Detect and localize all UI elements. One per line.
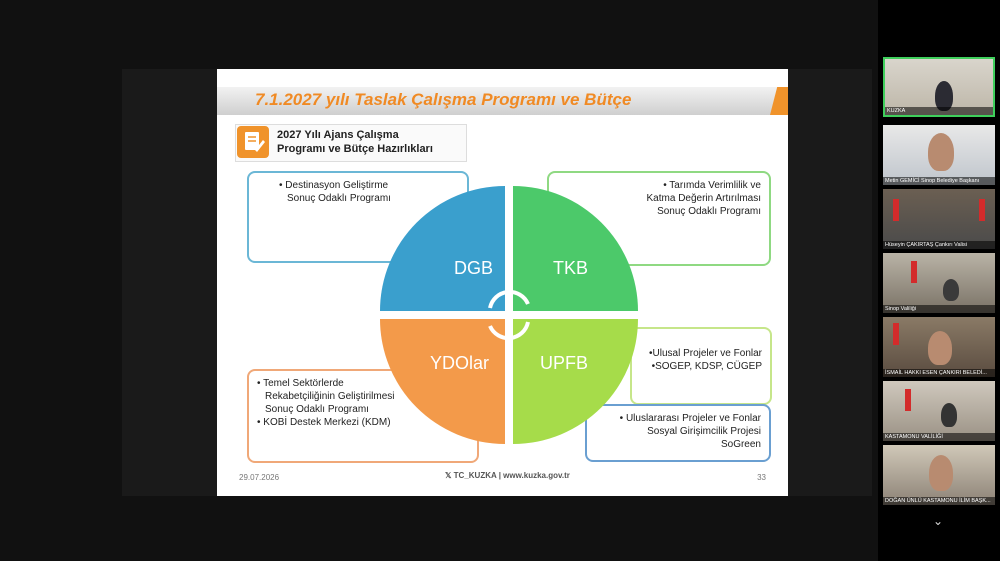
box-bl-line: • KOBİ Destek Merkezi (KDM) bbox=[257, 417, 391, 428]
avatar bbox=[928, 331, 952, 365]
flag-icon bbox=[893, 323, 899, 345]
box-tr-line: Katma Değerin Artırılması bbox=[646, 193, 761, 204]
section-heading-line2: Programı ve Bütçe Hazırlıkları bbox=[277, 143, 433, 155]
box-tl-line: • Destinasyon Geliştirme bbox=[279, 180, 389, 191]
flag-icon bbox=[979, 199, 985, 221]
participant-tile[interactable]: Sinop Valiliği bbox=[883, 253, 995, 313]
quadrant-ydo bbox=[380, 319, 505, 444]
quadrant-diagram: DGB TKB YDOlar UPFB bbox=[380, 186, 638, 444]
flag-icon bbox=[911, 261, 917, 283]
cycle-arrow-icon bbox=[488, 321, 530, 341]
flag-icon bbox=[893, 199, 899, 221]
participant-tile[interactable]: KASTAMONU VALİLİĞİ bbox=[883, 381, 995, 441]
slide-title-bar bbox=[217, 87, 788, 115]
avatar bbox=[929, 455, 953, 491]
participant-name: KUZKA bbox=[885, 107, 993, 115]
box-bl-line: • Temel Sektörlerde bbox=[257, 378, 344, 389]
avatar bbox=[928, 133, 954, 171]
slide-date: 29.07.2026 bbox=[239, 473, 280, 482]
box-tr-line: Sonuç Odaklı Programı bbox=[657, 206, 761, 217]
quadrant-label-tkb: TKB bbox=[553, 258, 588, 278]
video-feed bbox=[883, 381, 995, 441]
participants-sidebar: KUZKA Metin GEMİCİ Sinop Belediye Başkan… bbox=[878, 0, 1000, 561]
video-feed bbox=[883, 189, 995, 249]
cycle-arrow-icon bbox=[488, 289, 530, 309]
participant-name: KASTAMONU VALİLİĞİ bbox=[883, 433, 995, 441]
box-mr-line: •SOGEP, KDSP, CÜGEP bbox=[651, 361, 762, 372]
slide-page-number: 33 bbox=[757, 473, 766, 482]
participant-tile[interactable]: Metin GEMİCİ Sinop Belediye Başkanı bbox=[883, 125, 995, 185]
participant-name: İSMAİL HAKKI ESEN ÇANKIRI BELEDİ... bbox=[883, 369, 995, 377]
participant-tile[interactable]: DOĞAN ÜNLÜ KASTAMONU İLİM BAŞK... bbox=[883, 445, 995, 505]
avatar bbox=[935, 81, 953, 111]
section-heading-line1: 2027 Yılı Ajans Çalışma bbox=[277, 129, 399, 141]
participant-tile[interactable]: İSMAİL HAKKI ESEN ÇANKIRI BELEDİ... bbox=[883, 317, 995, 377]
quadrant-dgb bbox=[380, 186, 505, 311]
quadrant-tkb bbox=[513, 186, 638, 311]
box-br-line: • Uluslararası Projeler ve Fonlar bbox=[619, 413, 761, 424]
video-feed bbox=[883, 253, 995, 313]
box-mr-line: •Ulusal Projeler ve Fonlar bbox=[649, 348, 762, 359]
box-tr-line: • Tarımda Verimlilik ve bbox=[663, 180, 761, 191]
box-ulusal-projeler: •Ulusal Projeler ve Fonlar •SOGEP, KDSP,… bbox=[630, 327, 772, 405]
avatar bbox=[943, 279, 959, 301]
box-br-line: Sosyal Girişimcilik Projesi bbox=[647, 426, 761, 437]
quadrant-label-upfb: UPFB bbox=[540, 353, 588, 373]
document-edit-icon bbox=[237, 126, 269, 158]
participant-name: Metin GEMİCİ Sinop Belediye Başkanı bbox=[883, 177, 995, 185]
section-heading: 2027 Yılı Ajans Çalışma Programı ve Bütç… bbox=[277, 128, 467, 156]
chevron-down-icon[interactable]: ⌄ bbox=[933, 514, 944, 528]
slide-title: 7.1.2027 yılı Taslak Çalışma Programı ve… bbox=[255, 90, 632, 109]
participant-name: Hüseyin ÇAKIRTAŞ Çankırı Valisi bbox=[883, 241, 995, 249]
participant-name: DOĞAN ÜNLÜ KASTAMONU İLİM BAŞK... bbox=[883, 497, 995, 505]
flag-icon bbox=[905, 389, 911, 411]
participant-tile[interactable]: KUZKA bbox=[883, 57, 995, 117]
quadrant-label-dgb: DGB bbox=[454, 258, 493, 278]
section-heading-box bbox=[235, 124, 467, 162]
slide-brand: 𝕏 TC_KUZKA | www.kuzka.gov.tr bbox=[445, 471, 570, 480]
box-br-line: SoGreen bbox=[720, 439, 761, 450]
box-tl-line: Sonuç Odaklı Programı bbox=[287, 193, 391, 204]
quadrant-label-ydo: YDOlar bbox=[430, 353, 489, 373]
box-bl-line: Sonuç Odaklı Programı bbox=[265, 404, 369, 415]
box-uluslararasi-projeler: • Uluslararası Projeler ve Fonlar Sosyal… bbox=[585, 404, 771, 462]
box-bl-line: Rekabetçiliğinin Geliştirilmesi bbox=[265, 391, 395, 402]
participant-name: Sinop Valiliği bbox=[883, 305, 995, 313]
quadrant-upfb bbox=[513, 319, 638, 444]
presentation-slide: 7.1.2027 yılı Taslak Çalışma Programı ve… bbox=[217, 69, 788, 496]
participant-tile[interactable]: Hüseyin ÇAKIRTAŞ Çankırı Valisi bbox=[883, 189, 995, 249]
avatar bbox=[941, 403, 957, 427]
